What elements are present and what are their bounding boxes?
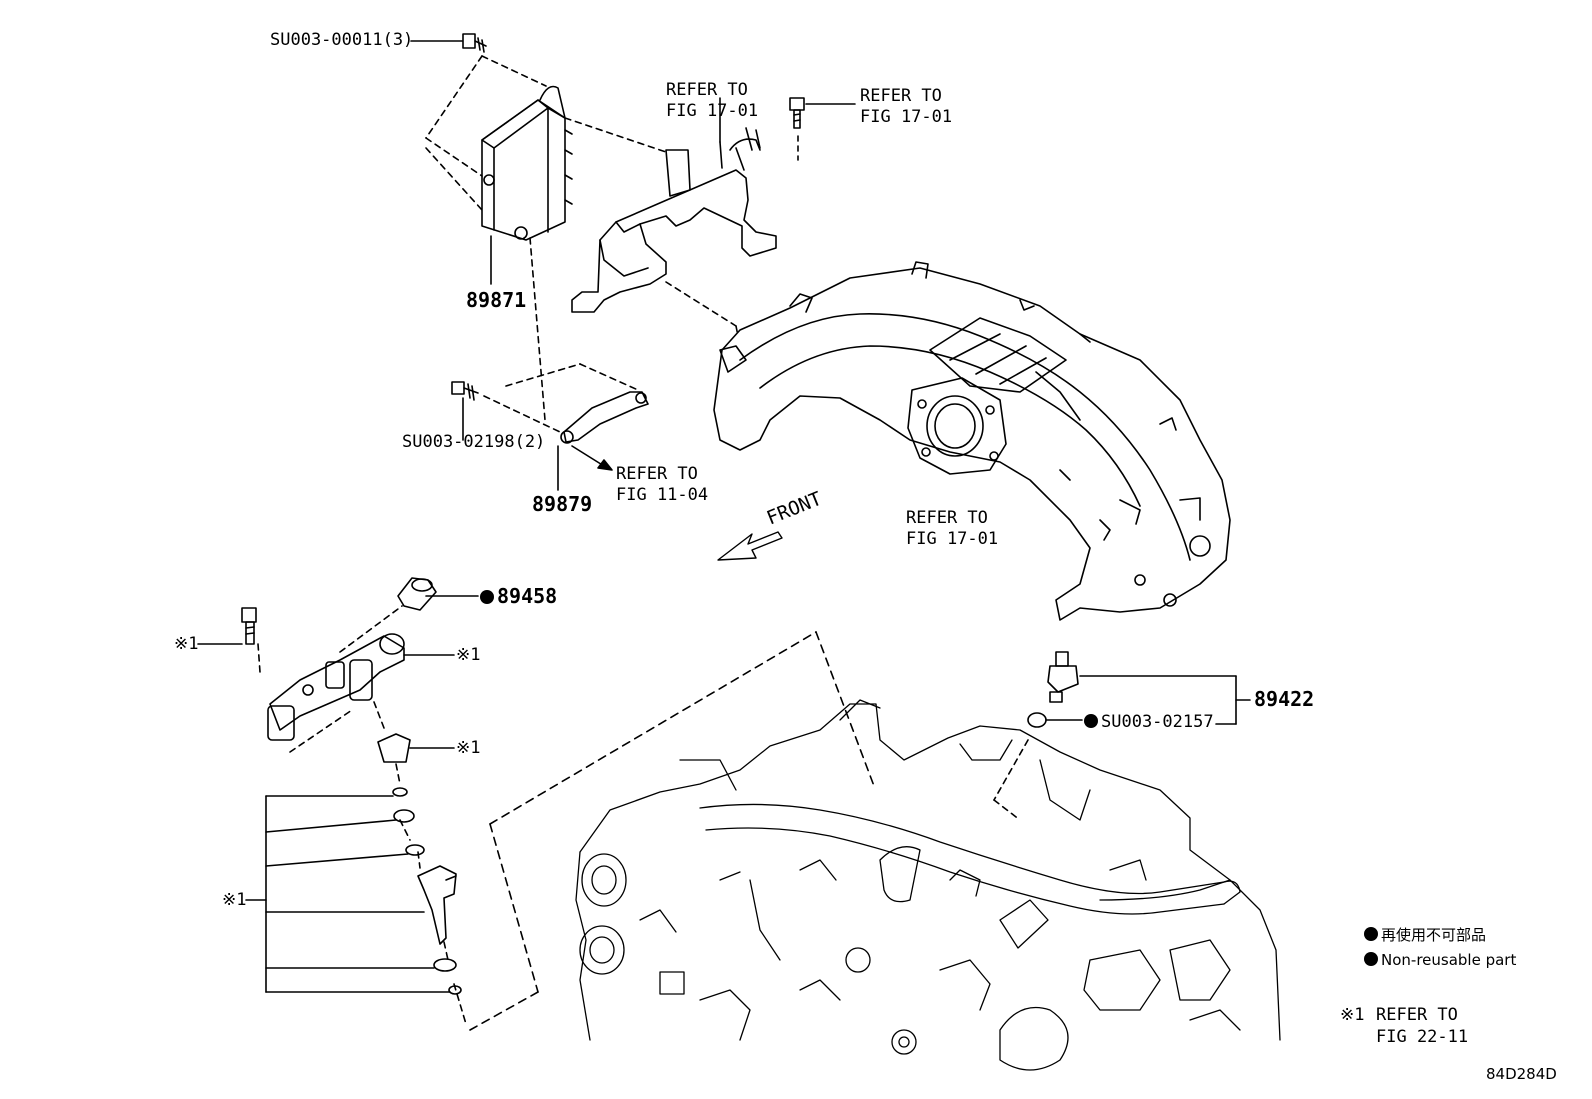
label-ecm: 89871 bbox=[466, 288, 527, 312]
front-arrow bbox=[717, 531, 783, 561]
label-ref-bolt-l1: REFER TO bbox=[860, 86, 942, 106]
injector-callout-bracket bbox=[245, 795, 451, 993]
bolt-top-drawing bbox=[462, 33, 487, 53]
label-note-insulator: ※1 bbox=[456, 738, 481, 758]
label-bracket-bolt: SU003-02198(2) bbox=[402, 432, 546, 452]
legend-jp-text: 再使用不可部品 bbox=[1381, 926, 1487, 944]
legend-jp: 再使用不可部品 bbox=[1364, 925, 1486, 946]
temp-sensor-89422-drawing bbox=[1047, 651, 1079, 703]
sensor-b-dash bbox=[993, 739, 1029, 821]
non-reusable-dot-icon bbox=[480, 590, 494, 604]
legend-en-text: Non-reusable part bbox=[1381, 951, 1517, 969]
ecm-dash-guides bbox=[425, 55, 739, 421]
label-ref-1104-l2: FIG 11-04 bbox=[616, 485, 709, 505]
intake-manifold-drawing bbox=[713, 261, 1231, 621]
rail-bolt-drawing bbox=[241, 607, 257, 645]
non-reusable-dot-icon bbox=[1084, 714, 1098, 728]
bracket-89879-drawing bbox=[560, 391, 649, 444]
label-sensor-a: 89458 bbox=[480, 586, 557, 607]
pressure-sensor-89458-drawing bbox=[397, 577, 437, 611]
legend-dot-icon bbox=[1364, 927, 1378, 941]
refer-arrow bbox=[571, 445, 613, 471]
bracket-bolt-drawing bbox=[451, 381, 479, 401]
label-ref-bracket-l1: REFER TO bbox=[666, 80, 748, 100]
injector-stack-drawing bbox=[392, 787, 462, 995]
label-note-rail-bolt: ※1 bbox=[174, 634, 199, 654]
engine-block-drawing bbox=[575, 699, 1281, 1071]
bolt-right-drawing bbox=[789, 97, 805, 129]
label-sensor-b: 89422 bbox=[1254, 687, 1315, 711]
engine-dash-box bbox=[469, 631, 875, 1031]
label-ref-bracket-l2: FIG 17-01 bbox=[666, 101, 759, 121]
gasket-drawing bbox=[1027, 712, 1047, 728]
label-gasket: SU003-02157 bbox=[1084, 712, 1214, 733]
label-bracket: 89879 bbox=[532, 492, 593, 516]
legend-note-l1: REFER TO bbox=[1376, 1005, 1458, 1025]
legend-dot-icon bbox=[1364, 952, 1378, 966]
legend-en: Non-reusable part bbox=[1364, 950, 1516, 971]
label-bolt-top: SU003-00011(3) bbox=[270, 30, 414, 50]
label-gasket-text: SU003-02157 bbox=[1101, 712, 1214, 732]
rail-dash-guides bbox=[257, 605, 467, 1025]
label-sensor-a-text: 89458 bbox=[497, 584, 558, 608]
insulator-drawing bbox=[377, 733, 411, 763]
bracket-dash-guides bbox=[483, 363, 639, 433]
figure-code: 84D284D bbox=[1486, 1065, 1557, 1083]
ecm-module-drawing bbox=[481, 85, 573, 241]
label-note-injector: ※1 bbox=[222, 890, 247, 910]
label-note-rail: ※1 bbox=[456, 645, 481, 665]
label-ref-manifold-l1: REFER TO bbox=[906, 508, 988, 528]
legend-note-mark: ※1 bbox=[1340, 1005, 1365, 1025]
ecm-bracket-drawing bbox=[571, 127, 777, 313]
label-ref-manifold-l2: FIG 17-01 bbox=[906, 529, 999, 549]
label-ref-bolt-l2: FIG 17-01 bbox=[860, 107, 953, 127]
fuel-rail-drawing bbox=[267, 633, 405, 741]
legend-note-l2: FIG 22-11 bbox=[1376, 1027, 1469, 1047]
label-ref-1104-l1: REFER TO bbox=[616, 464, 698, 484]
sensor-b-bracket bbox=[1045, 675, 1251, 725]
